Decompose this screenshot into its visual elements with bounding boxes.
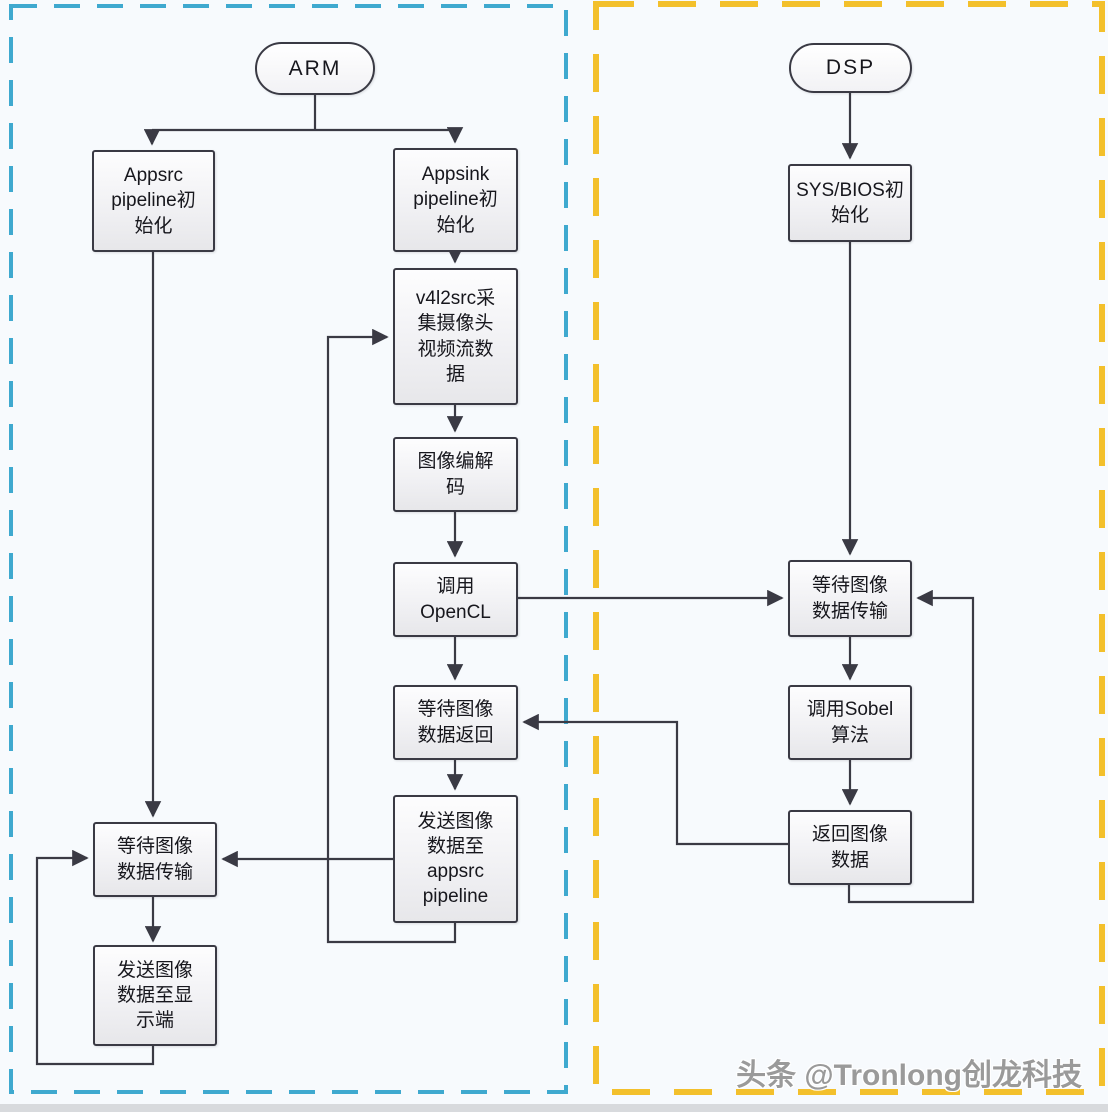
node-return-image-data: 返回图像 数据 bbox=[788, 810, 912, 885]
node-arm-wait-image-transfer: 等待图像 数据传输 bbox=[93, 822, 217, 897]
node-dsp-wait-image-transfer: 等待图像 数据传输 bbox=[788, 560, 912, 637]
arm-region-border bbox=[9, 4, 568, 1094]
node-call-opencl: 调用 OpenCL bbox=[393, 562, 518, 637]
node-send-to-display: 发送图像 数据至显 示端 bbox=[93, 945, 217, 1046]
node-image-codec: 图像编解 码 bbox=[393, 437, 518, 512]
terminator-arm: ARM bbox=[255, 42, 375, 95]
edge-return-to-armwait bbox=[522, 713, 788, 846]
watermark-text: 头条 @Tronlong创龙科技 bbox=[736, 1059, 1082, 1092]
node-appsrc-init: Appsrc pipeline初 始化 bbox=[92, 150, 215, 252]
edges bbox=[35, 93, 975, 1066]
node-v4l2src-capture: v4l2src采 集摄像头 视频流数 据 bbox=[393, 268, 518, 405]
edge-loop-to-v4l2src bbox=[326, 328, 457, 944]
terminator-dsp: DSP bbox=[789, 43, 912, 93]
node-appsink-init: Appsink pipeline初 始化 bbox=[393, 148, 518, 252]
node-call-sobel: 调用Sobel 算法 bbox=[788, 685, 912, 760]
node-wait-image-return: 等待图像 数据返回 bbox=[393, 685, 518, 760]
node-sysbios-init: SYS/BIOS初 始化 bbox=[788, 164, 912, 242]
node-send-to-appsrc-pipeline: 发送图像 数据至 appsrc pipeline bbox=[393, 795, 518, 923]
edge-loop-to-waittransfer bbox=[35, 849, 155, 1066]
edge-return-loop-to-dspwait bbox=[847, 589, 975, 904]
dsp-region-border bbox=[593, 1, 1105, 1095]
bottom-edge-strip bbox=[0, 1104, 1108, 1112]
